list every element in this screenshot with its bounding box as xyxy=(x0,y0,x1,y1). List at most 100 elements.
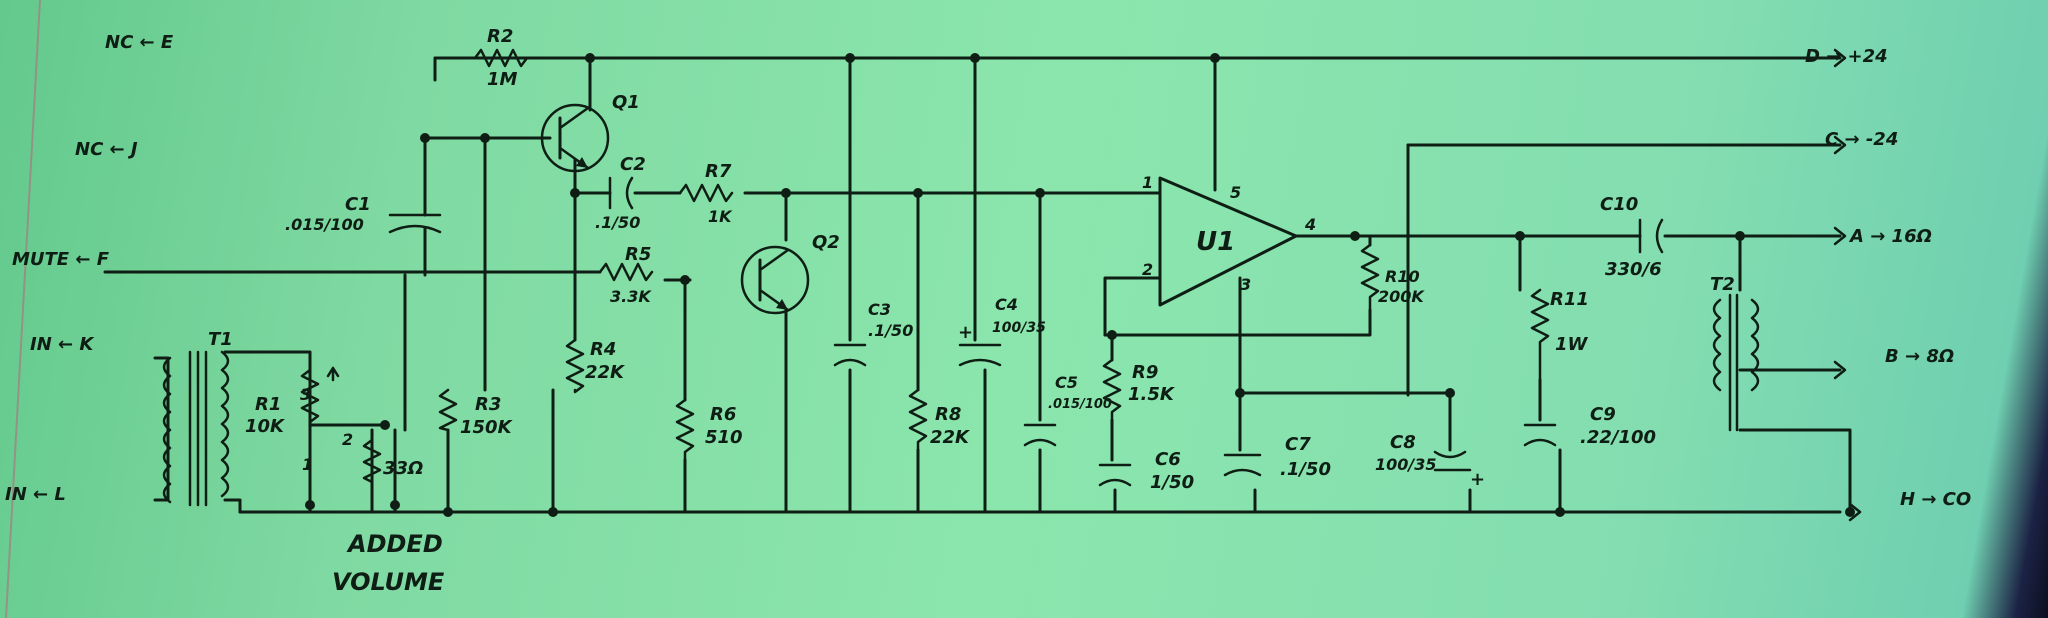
arrowheads xyxy=(1833,48,1862,522)
c9-capacitor xyxy=(1523,423,1557,447)
r2-resistor xyxy=(473,48,529,68)
r6-resistor xyxy=(675,398,695,462)
label-u1-pin3: 3 xyxy=(1240,275,1251,294)
r8-resistor xyxy=(908,388,928,452)
label-u1-pin1: 1 xyxy=(1142,173,1153,192)
c3-capacitor xyxy=(833,343,867,367)
label-c6-value: 1/50 xyxy=(1150,472,1194,493)
label-r4-value: 22K xyxy=(585,362,626,383)
t2-transformer xyxy=(1712,293,1760,432)
q1-transistor xyxy=(540,103,610,173)
label-r6-value: 510 xyxy=(705,427,743,448)
label-c8-plus: + xyxy=(1470,469,1485,490)
label-u1-pin2: 2 xyxy=(1142,260,1153,279)
label-u1-pin4: 4 xyxy=(1304,215,1316,234)
label-mute-f: MUTE ← F xyxy=(12,249,110,270)
c6-capacitor xyxy=(1098,463,1132,487)
r7-resistor xyxy=(678,183,734,203)
label-r7: R7 xyxy=(705,161,732,182)
label-c10: C10 xyxy=(1600,194,1638,215)
label-r10-value: 200K xyxy=(1378,287,1425,306)
labels: NC ← E NC ← J MUTE ← F IN ← K IN ← L R2 … xyxy=(5,26,1971,596)
label-r10: R10 xyxy=(1385,267,1420,286)
label-c4-plus: + xyxy=(958,322,973,343)
label-33-ohm: 33Ω xyxy=(383,458,423,479)
label-c4: C4 xyxy=(995,295,1018,314)
c2-capacitor xyxy=(608,176,634,210)
label-r6: R6 xyxy=(710,404,736,425)
label-pin1: 1 xyxy=(302,455,313,474)
r9-resistor xyxy=(1102,358,1122,422)
junction-dots xyxy=(305,53,1855,517)
label-c6: C6 xyxy=(1155,449,1181,470)
label-r11-value: 1W xyxy=(1555,334,1589,355)
label-c2: C2 xyxy=(620,154,646,175)
label-h-co: H → CO xyxy=(1900,489,1971,510)
r33-resistor xyxy=(362,438,382,484)
wires xyxy=(103,56,1852,514)
label-c2-value: .1/50 xyxy=(595,213,640,232)
label-c7-value: .1/50 xyxy=(1280,459,1331,480)
label-nc-j: NC ← J xyxy=(75,139,138,160)
label-volume: VOLUME xyxy=(332,568,445,596)
label-r8: R8 xyxy=(935,404,961,425)
label-c-minus24: C → -24 xyxy=(1825,129,1898,150)
c10-capacitor xyxy=(1638,218,1664,254)
label-c9-value: .22/100 xyxy=(1580,427,1656,448)
label-r1: R1 xyxy=(255,394,281,415)
label-r9: R9 xyxy=(1132,362,1158,383)
label-in-l: IN ← L xyxy=(5,484,66,505)
label-q2: Q2 xyxy=(812,232,840,253)
c7-capacitor xyxy=(1223,453,1262,477)
label-r8-value: 22K xyxy=(930,427,971,448)
r5-resistor xyxy=(598,262,654,282)
t1-transformer xyxy=(162,350,230,507)
label-c5: C5 xyxy=(1055,373,1078,392)
label-r11: R11 xyxy=(1550,289,1589,310)
label-c8-value: 100/35 xyxy=(1375,455,1437,474)
label-added: ADDED xyxy=(346,530,443,558)
c5-capacitor xyxy=(1023,423,1057,447)
label-pin3: 3 xyxy=(300,385,311,404)
label-c4-value: 100/35 xyxy=(992,320,1046,336)
c4-capacitor xyxy=(958,343,1002,367)
label-b-8ohm: B → 8Ω xyxy=(1885,346,1954,367)
label-c10-value: 330/6 xyxy=(1605,259,1662,280)
margin-line xyxy=(5,0,41,618)
label-r9-value: 1.5K xyxy=(1128,384,1176,405)
label-r3: R3 xyxy=(475,394,501,415)
r3-resistor xyxy=(438,388,458,432)
label-c9: C9 xyxy=(1590,404,1616,425)
label-r3-value: 150K xyxy=(460,417,514,438)
label-a-16ohm: A → 16Ω xyxy=(1848,226,1932,247)
r1-potentiometer xyxy=(300,368,320,424)
label-c7: C7 xyxy=(1285,434,1311,455)
label-r7-value: 1K xyxy=(708,207,733,226)
label-r5: R5 xyxy=(625,244,651,265)
r10-resistor xyxy=(1360,243,1380,312)
pot-wiper-arrow xyxy=(326,366,340,382)
label-t1: T1 xyxy=(208,329,233,350)
label-r4: R4 xyxy=(590,339,616,360)
c1-capacitor xyxy=(388,213,442,234)
label-r1-value: 10K xyxy=(245,416,286,437)
q2-transistor xyxy=(740,245,810,315)
label-u1-pin5: 5 xyxy=(1230,183,1241,202)
label-in-k: IN ← K xyxy=(30,334,95,355)
label-c8: C8 xyxy=(1390,432,1416,453)
r11-resistor xyxy=(1530,288,1550,382)
label-u1: U1 xyxy=(1196,227,1235,257)
label-nc-e: NC ← E xyxy=(105,32,174,53)
label-d-plus24: D → +24 xyxy=(1805,46,1888,67)
label-r5-value: 3.3K xyxy=(610,287,652,306)
label-t2: T2 xyxy=(1710,274,1735,295)
label-c1-value: .015/100 xyxy=(285,215,364,234)
label-q1: Q1 xyxy=(612,92,640,113)
label-r2-value: 1M xyxy=(487,69,518,90)
label-c3: C3 xyxy=(868,300,891,319)
c8-capacitor xyxy=(1433,450,1472,472)
label-c3-value: .1/50 xyxy=(868,321,913,340)
label-c5-value: .015/100 xyxy=(1048,397,1112,412)
label-pin2: 2 xyxy=(342,430,353,449)
